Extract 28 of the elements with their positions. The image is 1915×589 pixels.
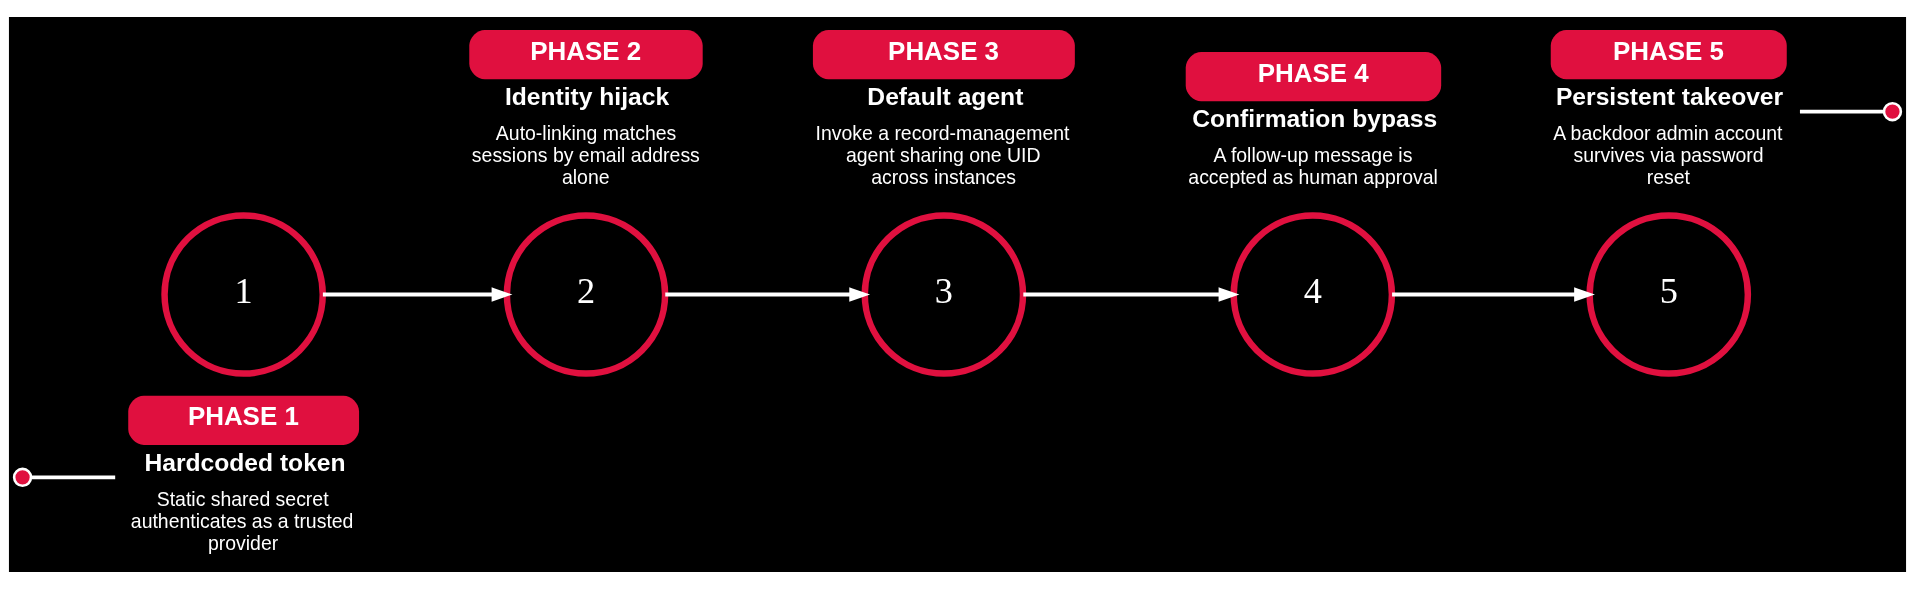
node-circle: 5 <box>1586 212 1752 377</box>
node-label: Auto-linking matches sessions by email address alone <box>471 122 700 189</box>
node-label: Hardcoded token <box>144 449 346 477</box>
node-box: PHASE 3 <box>812 29 1075 80</box>
arrow <box>322 287 513 302</box>
node-box: PHASE 2 <box>469 29 703 80</box>
connector <box>31 475 116 480</box>
node-circle: 3 <box>861 212 1027 377</box>
node-circle <box>1882 101 1903 122</box>
arrow <box>1023 287 1240 302</box>
node-label: A follow-up message is accepted as human approval <box>1188 144 1438 189</box>
node-label: Confirmation bypass <box>1192 105 1438 133</box>
connector <box>1799 109 1884 114</box>
node-label: Static shared secret authenticates as a trusted provider <box>130 487 354 554</box>
node-label: Default agent <box>867 83 1024 111</box>
node-circle: 4 <box>1230 212 1396 377</box>
node-box: PHASE 5 <box>1550 29 1787 80</box>
arrow <box>665 287 871 302</box>
node-circle: 2 <box>503 212 669 377</box>
node-circle <box>12 467 33 488</box>
node-label: Invoke a record-management agent sharing one UID across instances <box>815 122 1070 189</box>
arrow <box>1392 287 1595 302</box>
node-label: A backdoor admin account survives via password reset <box>1553 122 1783 189</box>
node-label: Persistent takeover <box>1555 83 1784 111</box>
node-box: PHASE 1 <box>128 395 360 445</box>
node-box: PHASE 4 <box>1185 52 1442 102</box>
node-circle: 1 <box>161 212 326 377</box>
node-label: Identity hijack <box>504 83 670 111</box>
